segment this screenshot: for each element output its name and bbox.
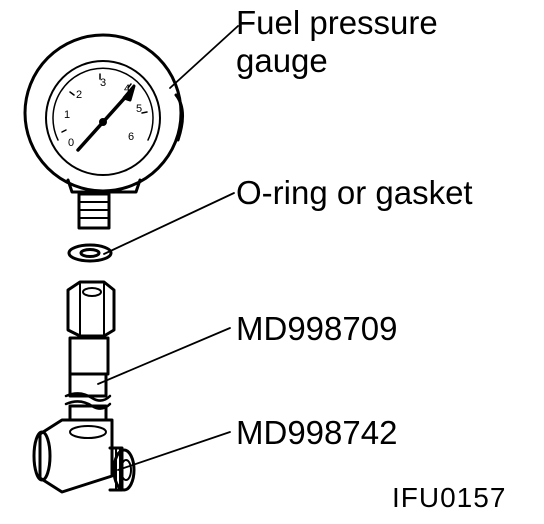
gauge-dial xyxy=(45,60,161,176)
gauge-needle-tip xyxy=(122,84,136,102)
gauge-ticks xyxy=(61,73,148,133)
gauge-number-2: 2 xyxy=(76,89,82,101)
gauge-number-0: 0 xyxy=(68,137,74,149)
callout-md998709: MD998709 xyxy=(236,310,398,347)
leader-md998709 xyxy=(97,327,231,385)
gauge-number-5: 5 xyxy=(136,103,142,115)
fuel-pressure-gauge xyxy=(23,33,184,230)
callout-md998742: MD998742 xyxy=(236,414,398,451)
leader-gauge xyxy=(169,25,239,89)
gauge-scale-arc xyxy=(52,67,154,141)
gauge-case-edge xyxy=(174,93,184,142)
leader-o-ring xyxy=(103,192,235,255)
figure-id: IFU0157 xyxy=(392,482,507,513)
gauge-dial-numbers: 0 1 2 3 4 5 6 xyxy=(64,77,142,149)
gauge-number-6: 6 xyxy=(128,131,134,143)
callout-gauge-line1: Fuel pressure xyxy=(236,4,438,41)
leader-md998742 xyxy=(117,431,231,471)
gauge-number-1: 1 xyxy=(64,109,70,121)
adapter-md998709 xyxy=(64,280,116,442)
gauge-needle-hub xyxy=(99,118,107,126)
leader-lines xyxy=(97,25,239,471)
gauge-case xyxy=(23,33,183,193)
callout-gauge-line2: gauge xyxy=(236,42,328,79)
gauge-number-3: 3 xyxy=(100,77,106,89)
o-ring xyxy=(67,243,113,263)
callout-o-ring: O-ring or gasket xyxy=(236,174,473,211)
gauge-collar xyxy=(66,178,142,194)
elbow-md998742 xyxy=(32,418,136,494)
callout-fuel-pressure-gauge: Fuel pressure gauge xyxy=(236,4,438,80)
gauge-number-4: 4 xyxy=(124,83,130,95)
